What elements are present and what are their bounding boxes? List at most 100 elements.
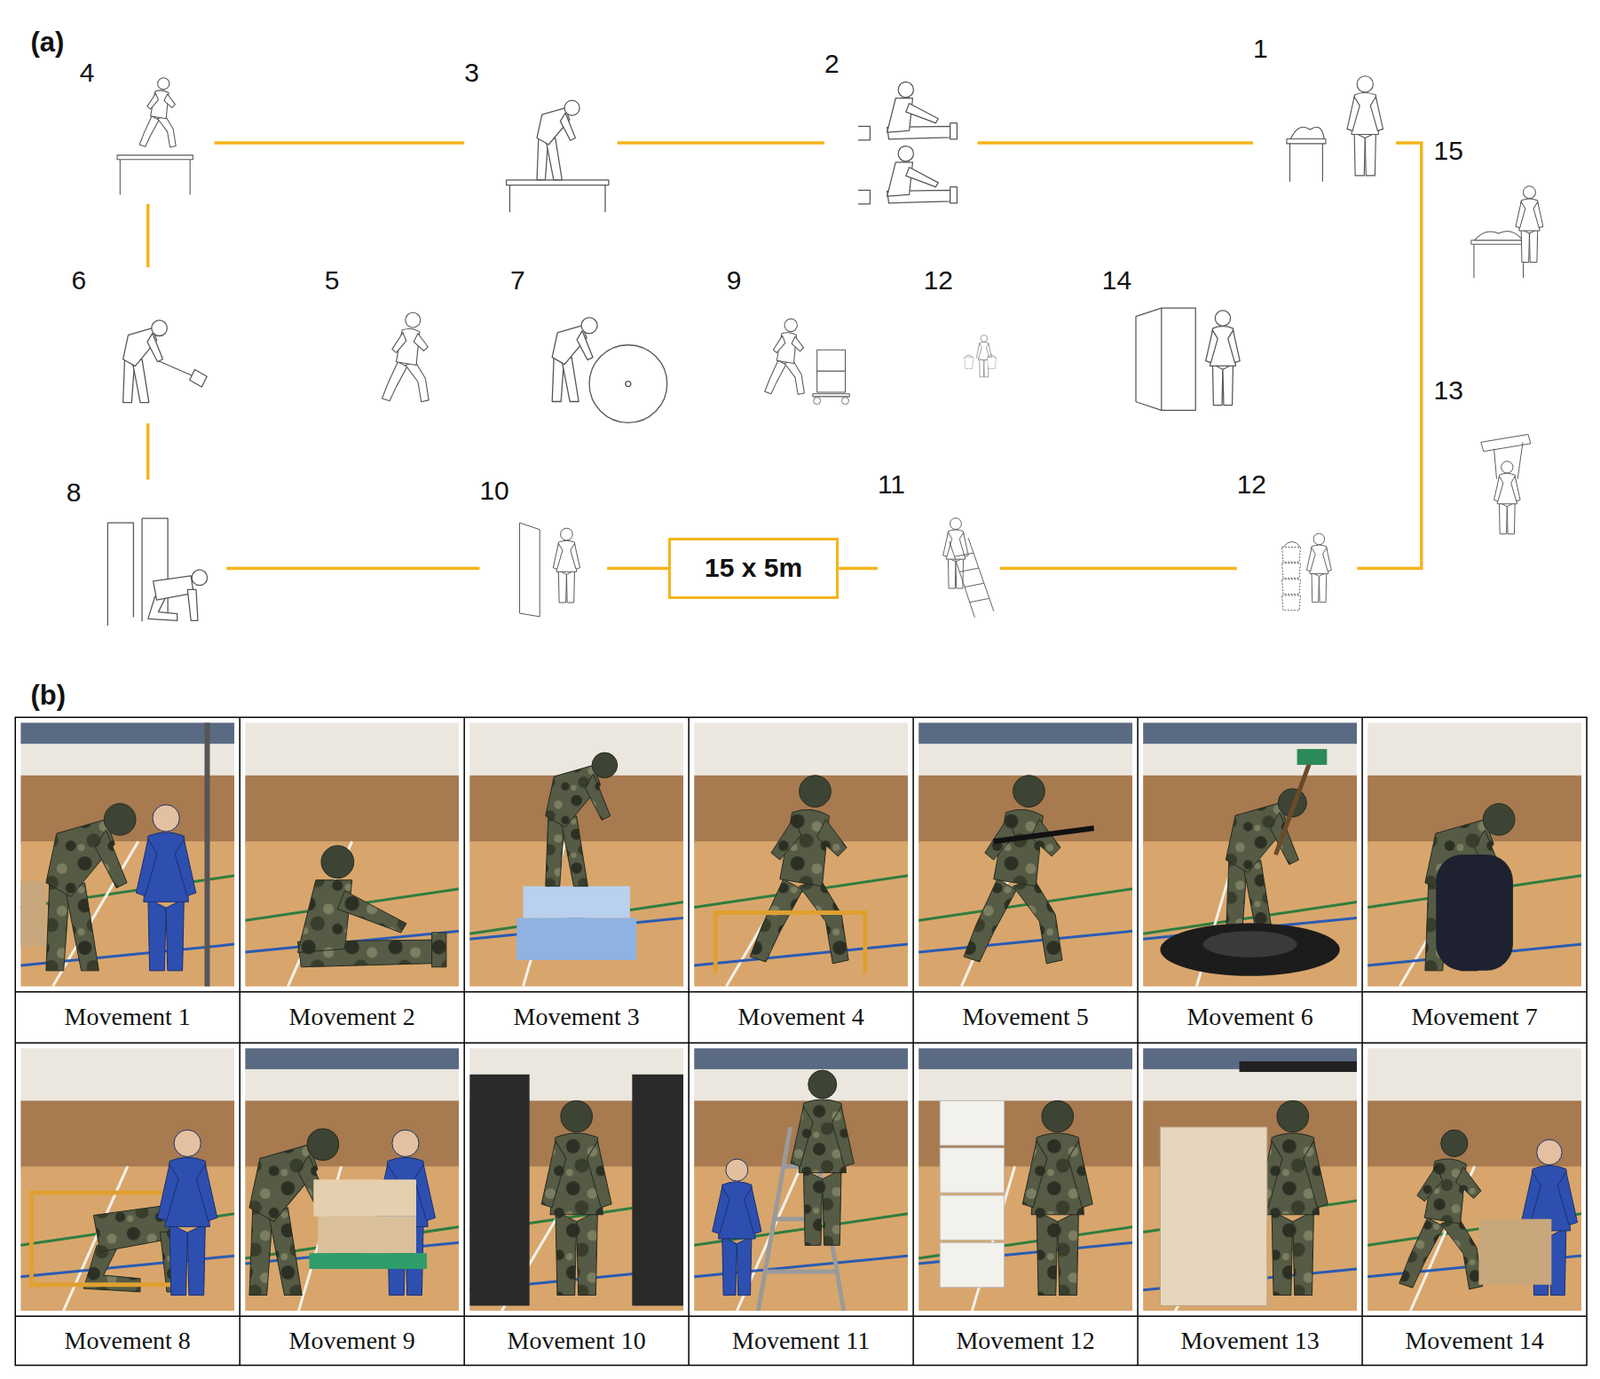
person-figure [712,1158,762,1295]
bucket [1281,563,1301,579]
movement-label: Movement 10 [507,1326,647,1356]
movement-label: Movement 5 [961,1002,1088,1032]
wall [20,1048,235,1311]
head [307,1128,339,1161]
station-figure: 1 [1253,35,1396,206]
windows [918,722,1133,744]
body-part [947,558,956,589]
table-cell: Movement 7 [1362,992,1587,1043]
body-part [1269,811,1299,865]
clothes [1473,231,1522,241]
step-block [516,917,637,961]
tire [589,345,668,424]
wall [1142,722,1357,986]
body-part [1036,1211,1058,1296]
box [816,370,845,393]
callout-number: 3 [464,59,480,87]
course-path [226,567,480,571]
body-part [1013,879,1063,964]
panel-label-text: (a) [30,26,64,59]
station-figure: 3 [464,59,617,215]
person-figure [764,319,804,395]
body-part [164,94,175,108]
head [1276,1100,1309,1133]
bench-top [506,179,609,185]
body-part [570,543,581,570]
cart [309,1253,428,1269]
body-part [1506,503,1515,535]
head [392,1129,419,1157]
bar [1239,1061,1358,1072]
box [1159,1127,1267,1306]
body-part [784,361,804,395]
course-path [146,423,150,480]
head [157,77,169,89]
screen-panel [631,1074,684,1307]
callout-number: 15 [1434,137,1464,165]
head [949,518,962,530]
head [1313,533,1325,545]
body-part [1521,1172,1541,1226]
photo [469,1048,684,1311]
court-line [918,930,1133,953]
movement-label: Movement 14 [1404,1326,1544,1356]
body-part [791,336,804,352]
figure-drawing [512,495,607,639]
head [591,752,618,779]
course-path [213,141,465,145]
person-figure [1257,1100,1328,1295]
bucket [1281,579,1301,595]
table-rule [687,717,690,1365]
body-part [744,1187,762,1235]
movement-label: Movement 6 [1186,1002,1313,1032]
body-part [196,1164,217,1222]
body-part [1306,548,1316,573]
callout-number: 2 [824,50,840,78]
callout-number: 4 [79,59,95,87]
body-part [749,879,803,962]
table-legs [119,158,190,195]
body-part [1022,1141,1048,1208]
body-part [803,1169,822,1246]
person-figure [297,845,446,968]
movement-label: Movement 8 [64,1326,191,1356]
course-path [1356,142,1421,568]
wall [469,722,684,986]
body-part [978,359,984,378]
panel-label: (b) [30,677,102,714]
body-part [1557,1172,1577,1226]
body-part [1228,330,1240,363]
body-part [976,344,982,359]
callout-number: 5 [324,267,340,294]
ladder [949,538,994,618]
body-part [816,819,847,857]
figure-drawing [358,284,466,426]
head [173,1129,201,1157]
course-size-label: 15 x 5m [704,554,803,582]
head [799,775,832,808]
table-rule [1361,717,1364,1365]
body-part [1057,1211,1080,1296]
table-cell: Movement 13 [1137,1316,1363,1365]
person-figure [157,1129,218,1295]
wheel [812,397,820,405]
body-part [906,103,938,124]
body-part [1322,548,1332,573]
wall-block [858,126,870,141]
table-cell: Movement 8 [15,1316,240,1365]
figure-drawing [858,68,978,233]
door-frame [107,522,134,626]
body-part [147,333,164,363]
callout-number: 8 [66,479,82,506]
callout-number: 10 [479,477,509,505]
body-part [1529,229,1537,263]
body-part [405,362,429,402]
movement-label: Movement 2 [289,1002,416,1032]
head [581,317,598,334]
body-part [297,880,352,954]
body-part [1311,572,1319,602]
person-figure [381,313,429,402]
wall [1142,1048,1357,1311]
